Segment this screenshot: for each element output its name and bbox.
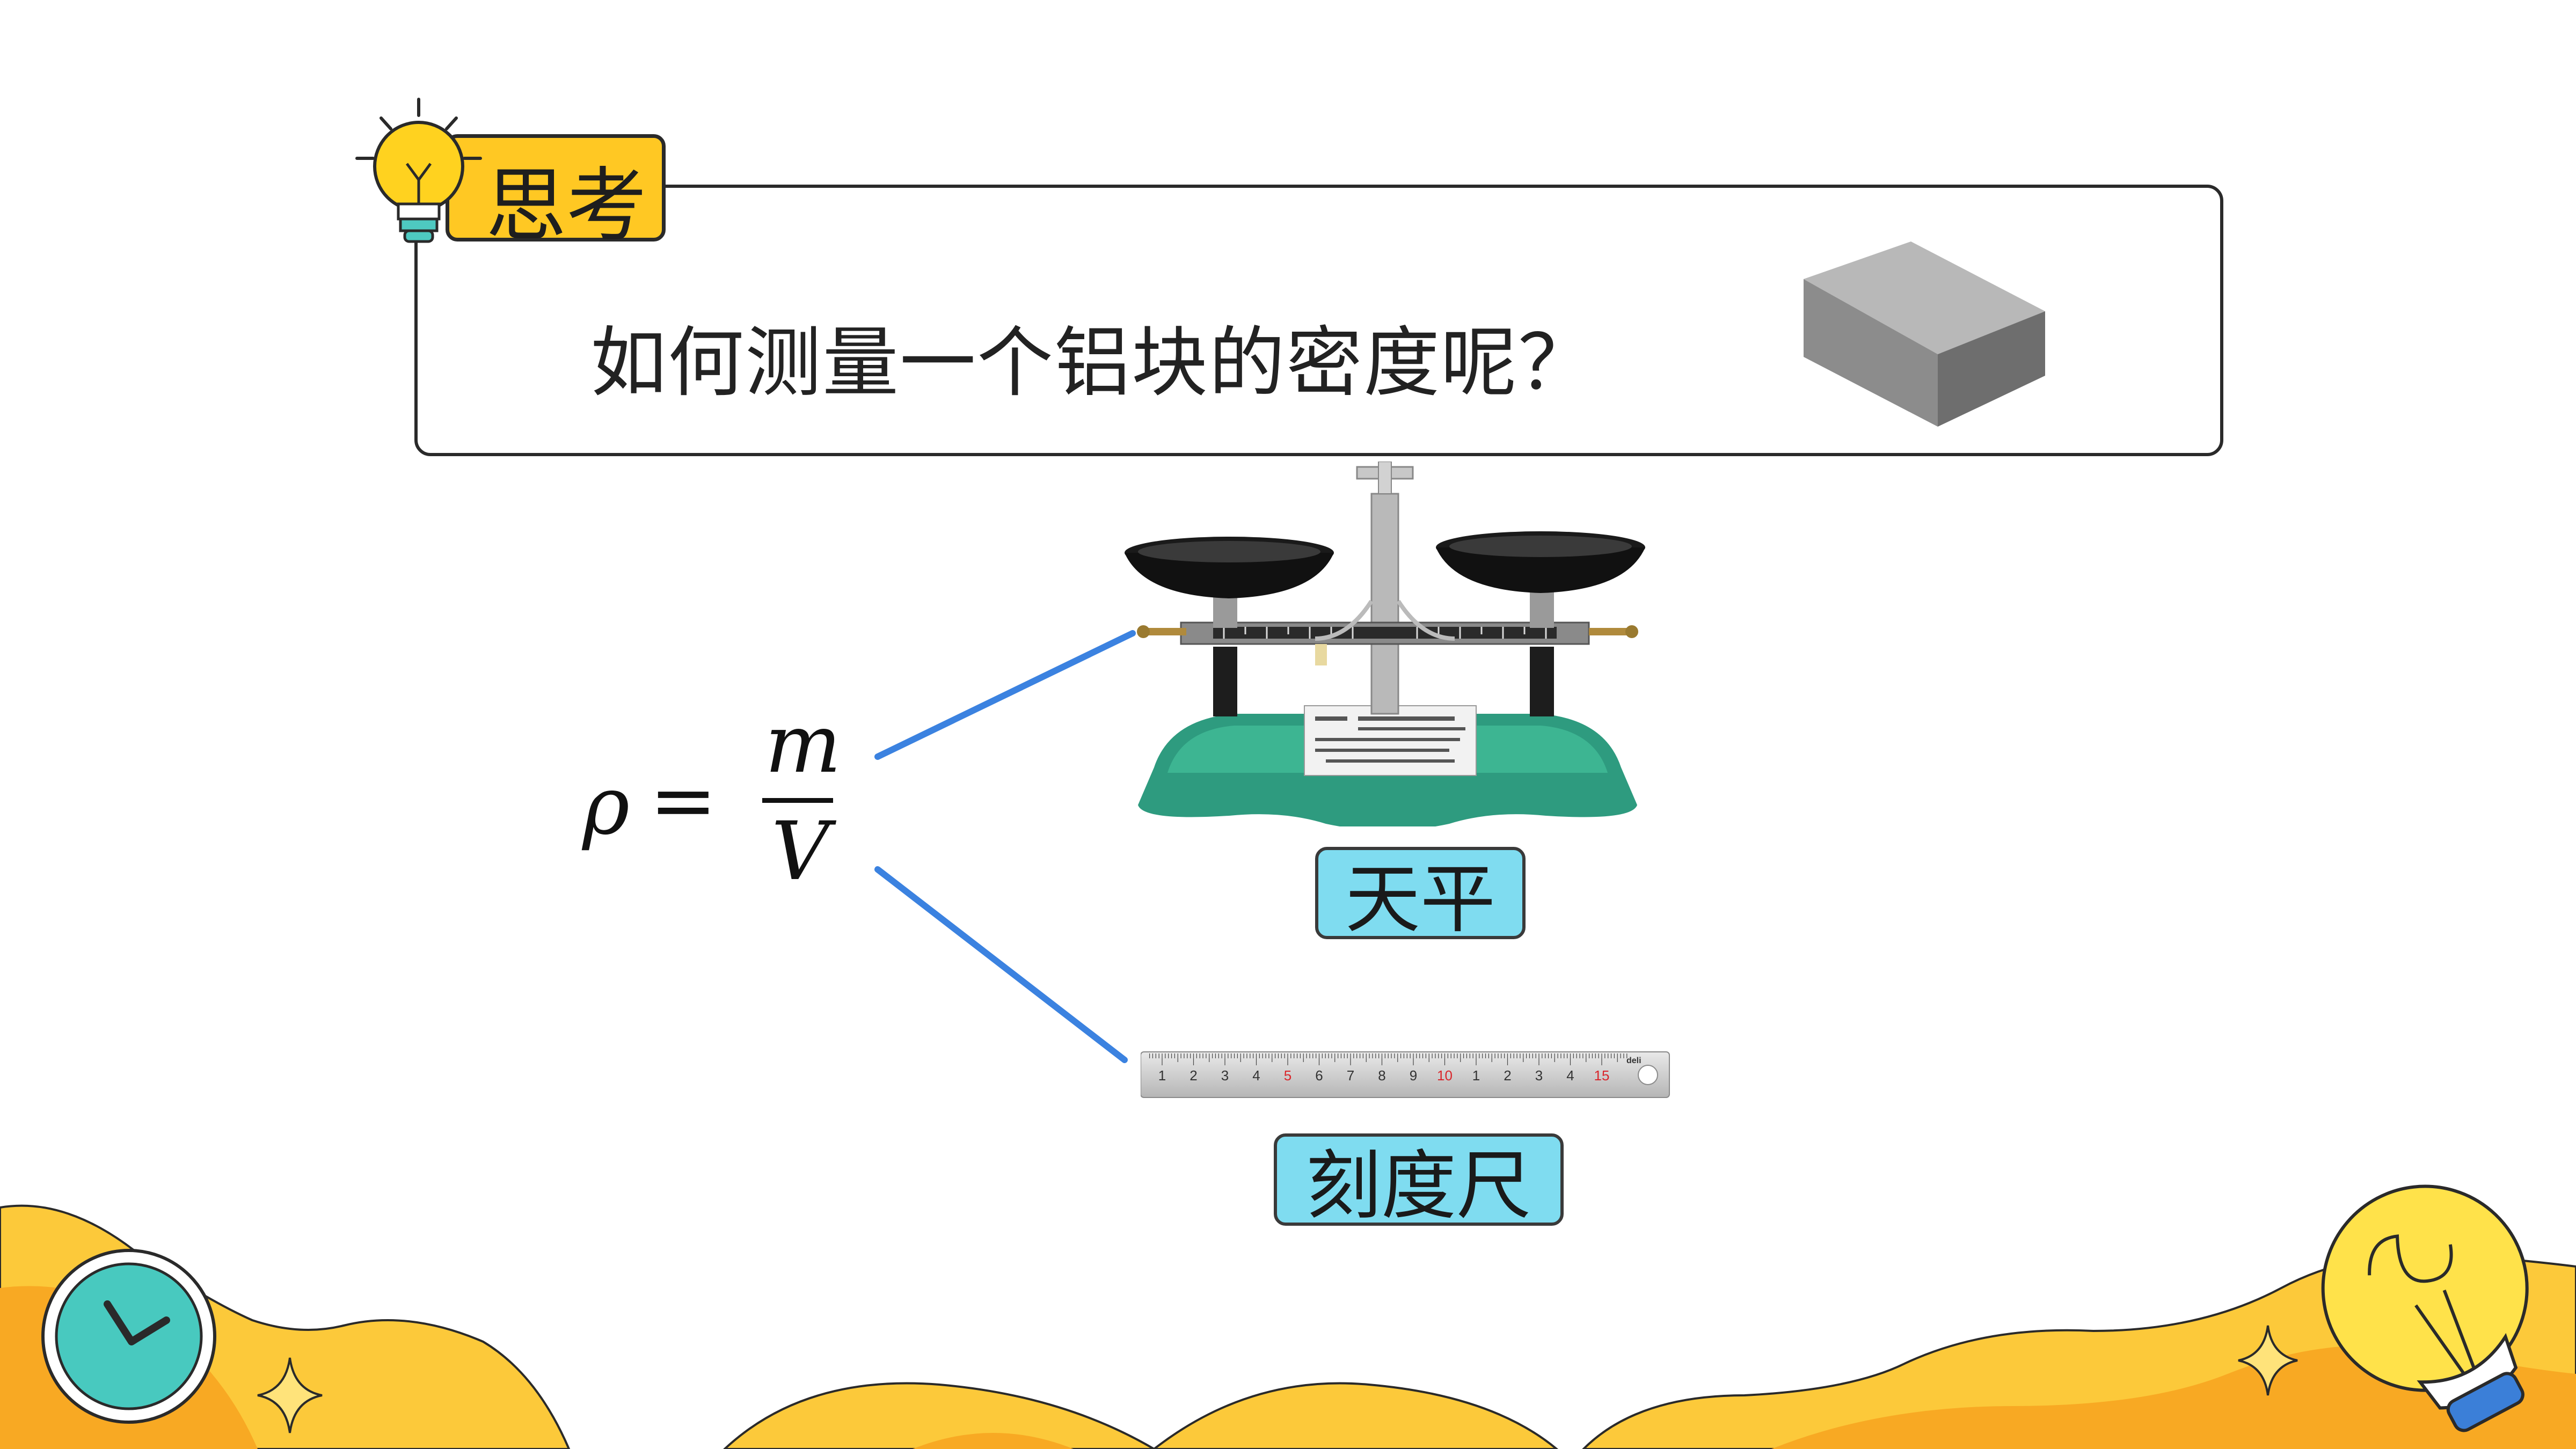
ruler-number: 15	[1594, 1067, 1610, 1084]
ruler-brand: deli	[1626, 1056, 1641, 1065]
thinking-tag	[446, 134, 666, 241]
lightbulb-icon	[355, 98, 482, 243]
ruler-number: 8	[1378, 1067, 1385, 1084]
ruler-number: 4	[1252, 1067, 1260, 1084]
ruler-number: 6	[1315, 1067, 1323, 1084]
connector-to-ruler	[874, 866, 1128, 1063]
ruler-image: 1 2 3 4 5 6 7 8 9 10 1 2 3 4 15 deli	[1141, 1051, 1670, 1098]
ruler-ticks	[1149, 1053, 1628, 1065]
ruler-number: 2	[1190, 1067, 1197, 1084]
ruler-number: 2	[1504, 1067, 1511, 1084]
ruler-number: 7	[1347, 1067, 1354, 1084]
aluminum-block-image	[1804, 241, 2045, 427]
clock-icon	[41, 1249, 216, 1424]
fraction-bar	[762, 798, 833, 803]
ruler-number: 10	[1437, 1067, 1453, 1084]
lightbulb-icon	[2321, 1184, 2529, 1432]
volume-symbol: V	[771, 805, 830, 898]
ruler-label: 刻度尺	[1274, 1133, 1564, 1230]
thinking-label: 思考	[486, 159, 647, 253]
density-symbol: ρ	[582, 759, 630, 853]
ruler-number: 1	[1158, 1067, 1166, 1084]
equals-sign: =	[650, 754, 717, 847]
ruler-number: 4	[1566, 1067, 1574, 1084]
mass-symbol: m	[765, 698, 842, 791]
ruler-number: 5	[1284, 1067, 1291, 1084]
ruler-number: 3	[1535, 1067, 1543, 1084]
ruler-number: 3	[1221, 1067, 1229, 1084]
ruler-number: 9	[1410, 1067, 1417, 1084]
ruler-numbers: 1 2 3 4 5 6 7 8 9 10 1 2 3 4 15	[1158, 1067, 1610, 1084]
balance-scale-image	[1125, 462, 1645, 826]
question-text: 如何测量一个铝块的密度呢？	[590, 319, 1595, 407]
connector-to-balance	[874, 630, 1136, 760]
balance-label: 天平	[1315, 847, 1526, 943]
ruler-number: 1	[1472, 1067, 1480, 1084]
